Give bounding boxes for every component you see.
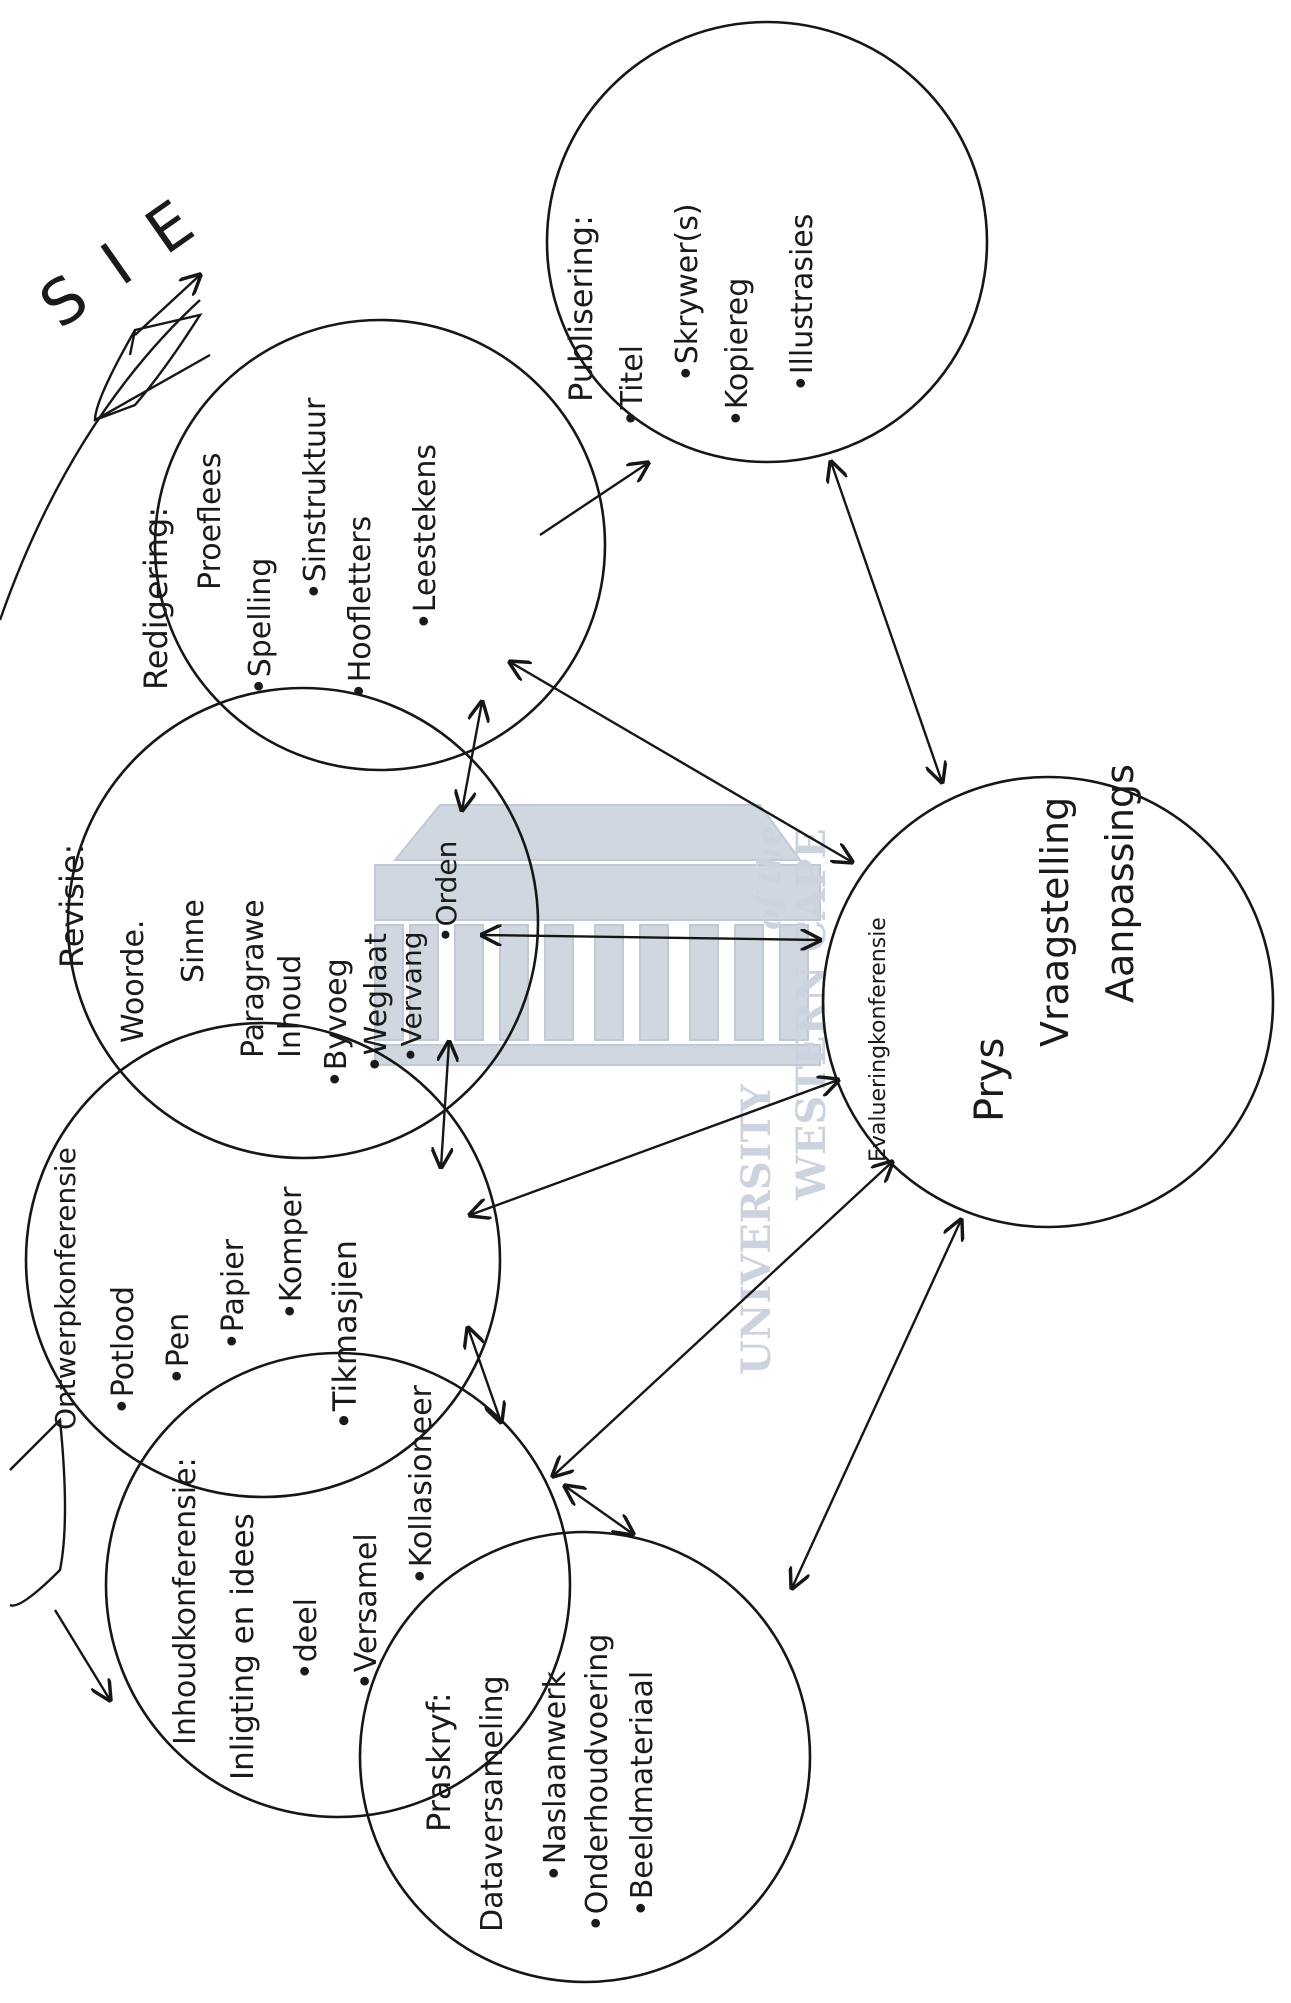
node-content-conference-title: Inhoudkonferensie:	[168, 1457, 203, 1745]
node-editing-item: •Leestekens	[408, 444, 443, 630]
node-evaluation-item: Prys	[967, 1038, 1013, 1122]
banner-arc	[0, 299, 201, 621]
node-revision-item: •Byvoeg	[319, 958, 354, 1088]
node-publishing-title: Publisering:	[562, 215, 600, 402]
node-publishing-item: •Kopiereg	[720, 278, 755, 427]
watermark-line1-suffix: of the	[750, 825, 788, 930]
node-editing-item: •Spelling	[243, 558, 278, 695]
node-revision-item: •Weglaat	[359, 933, 394, 1073]
watermark-line1: UNIVERSITY	[733, 1084, 780, 1375]
node-revision: Revisie: Woorde. Sinne Paragrawe Inhoud …	[53, 841, 463, 1088]
arrow-prewriting-evaluation	[792, 1220, 961, 1588]
node-evaluation: Evalueringkonferensie Prys Vraagstelling…	[866, 764, 1142, 1162]
node-revision-item: Woorde.	[116, 920, 151, 1043]
node-content-conference-item: •Versamel	[349, 1533, 384, 1690]
node-circle-draft-conference	[24, 1021, 502, 1499]
node-editing-item: Proeflees	[193, 453, 228, 591]
node-publishing-item: •Illustrasies	[785, 214, 820, 392]
node-prewriting: Praskryf: Dataversameling •Naslaanwerk •…	[420, 1634, 660, 1932]
node-revision-item: Paragrawe	[236, 899, 271, 1058]
node-circle-editing	[153, 318, 607, 772]
node-editing-title: Redigering:	[137, 507, 175, 690]
node-circle-revision	[66, 686, 540, 1160]
node-draft-conference-item: •Potlood	[106, 1286, 141, 1415]
node-prewriting-item: •Onderhoudvoering	[580, 1634, 615, 1932]
node-editing-item: •Hoofletters	[343, 516, 378, 700]
arrow-draft-revision	[441, 1042, 449, 1167]
node-circle-evaluation	[821, 775, 1275, 1229]
node-revision-item: •Orden	[430, 841, 463, 943]
node-draft-conference-item: •Komper	[274, 1186, 309, 1320]
node-revision-title: Revisie:	[53, 844, 91, 968]
node-content-conference: Inhoudkonferensie: Inligting en idees •d…	[168, 1384, 439, 1780]
node-draft-conference-title: Ontwerpkonferensie	[49, 1147, 82, 1430]
node-revision-item: •Vervang	[395, 932, 428, 1063]
node-evaluation-item: Aanpassings	[1098, 764, 1142, 1003]
node-content-conference-item: Inligting en idees	[225, 1513, 261, 1780]
arrow-editing-to-publishing	[539, 463, 648, 536]
node-editing: Redigering: Proeflees •Spelling •Sinstru…	[137, 397, 443, 700]
banner-box-edge	[94, 353, 211, 422]
banner-arrow	[134, 275, 200, 336]
node-content-conference-item: •deel	[289, 1598, 324, 1680]
node-draft-conference-item: •Pen	[161, 1313, 196, 1385]
node-prewriting-item: •Beeldmateriaal	[625, 1671, 660, 1917]
arrow-content-evaluation	[553, 1162, 892, 1476]
node-circle-publishing	[545, 20, 989, 464]
node-content-conference-item: •Kollasioneer	[404, 1384, 439, 1585]
node-revision-item: Inhoud	[273, 955, 308, 1058]
node-prewriting-item: •Naslaanwerk	[538, 1670, 573, 1882]
arrow-draft-evaluation	[470, 1080, 838, 1215]
node-circle-content-conference	[104, 1351, 572, 1819]
node-prewriting-item: Dataversameling	[475, 1675, 510, 1932]
node-publishing-item: •Titel	[615, 345, 650, 427]
node-prewriting-title: Praskryf:	[420, 1692, 458, 1832]
arrow-draft-content	[468, 1328, 501, 1422]
node-draft-conference-item: •Papier	[216, 1238, 251, 1350]
banner-box-tick	[128, 329, 137, 356]
banner-box-bottom	[9, 1417, 67, 1607]
node-publishing-item: •Skrywer(s)	[670, 203, 705, 382]
node-evaluation-title: Evalueringkonferensie	[866, 917, 891, 1162]
arrow-publishing-evaluation	[831, 462, 942, 782]
node-revision-item: Sinne	[176, 899, 211, 983]
node-editing-item: •Sinstruktuur	[298, 397, 333, 600]
banner-down-arrow	[53, 1609, 110, 1700]
watermark-line2: WESTERN CAPE	[788, 828, 835, 1201]
arrow-content-prewriting	[565, 1486, 633, 1534]
node-draft-conference: Ontwerpkonferensie •Potlood •Pen •Papier…	[49, 1147, 364, 1430]
arrow-revision-editing	[462, 702, 482, 810]
node-evaluation-item: Vraagstelling	[1033, 797, 1077, 1047]
node-draft-conference-item: •Tikmasjien	[326, 1240, 364, 1430]
arrow-editing-evaluation	[510, 662, 852, 862]
banner-box-left	[93, 313, 203, 422]
node-publishing: Publisering: •Titel •Skrywer(s) •Kopiere…	[562, 203, 820, 427]
arrow-revision-evaluation	[482, 935, 820, 940]
